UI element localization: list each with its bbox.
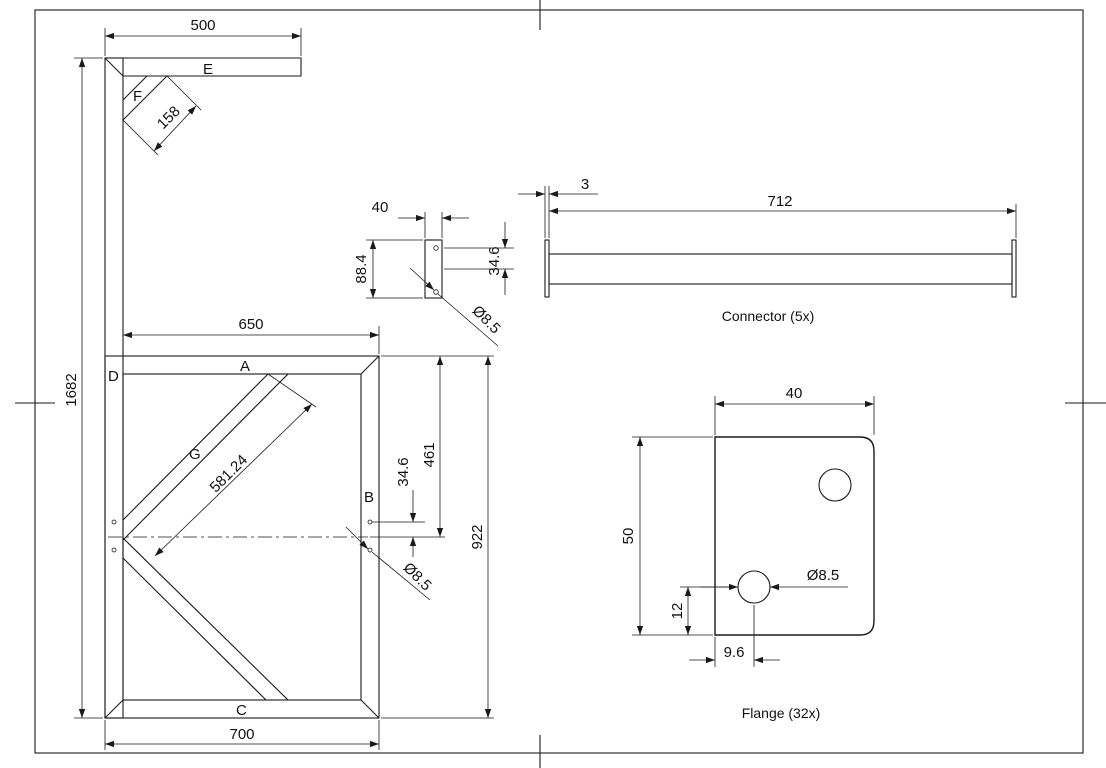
flange-plate <box>714 436 875 636</box>
label-g: G <box>189 446 201 463</box>
small-plate-view: 40 88.4 34.6 Ø8.5 <box>353 199 514 347</box>
main-frame: E F D A G B C 500 1682 158 650 700 <box>63 17 494 750</box>
dim-700: 700 <box>229 726 254 743</box>
brace-f <box>122 75 168 121</box>
flange-dim-9-6: 9.6 <box>724 644 745 661</box>
dim-922: 922 <box>469 524 486 549</box>
connector-dim-712: 712 <box>767 193 792 210</box>
connector-view: 3 712 Connector (5x) <box>518 176 1017 324</box>
plate-dim-hole: Ø8.5 <box>469 302 504 337</box>
diagonal-g <box>122 373 290 541</box>
label-e: E <box>203 61 213 78</box>
diagonal-lower <box>122 537 290 701</box>
connector-tube <box>548 253 1013 285</box>
sheet-border <box>34 9 1084 754</box>
flange-hole-top <box>818 468 852 502</box>
plate-dim-34-6: 34.6 <box>486 246 503 275</box>
flange-title: Flange (32x) <box>742 705 821 721</box>
dim-1682: 1682 <box>63 373 80 406</box>
label-d: D <box>108 368 119 385</box>
flange-dim-12: 12 <box>669 603 686 620</box>
label-c: C <box>236 702 247 719</box>
flange-dim-hole: Ø8.5 <box>807 567 840 584</box>
dim-500: 500 <box>190 17 215 34</box>
label-a: A <box>240 358 250 375</box>
connector-dim-3: 3 <box>581 176 589 193</box>
flange-dim-40: 40 <box>786 385 803 402</box>
label-f: F <box>133 88 142 105</box>
flange-dim-50: 50 <box>620 528 637 545</box>
flange-view: 40 50 12 9.6 Ø8.5 Flange (32x) <box>620 385 875 721</box>
arm-e <box>105 57 302 77</box>
connector-flange-left <box>544 239 550 298</box>
post-d <box>104 57 124 719</box>
dim-34-6: 34.6 <box>395 457 412 486</box>
connector-flange-right <box>1011 239 1017 298</box>
dim-461: 461 <box>421 442 438 467</box>
plate-dim-40: 40 <box>372 199 389 216</box>
dim-650: 650 <box>238 316 263 333</box>
label-b: B <box>364 489 374 506</box>
plate-dim-88-4: 88.4 <box>353 254 370 283</box>
dim-158: 158 <box>154 103 184 133</box>
small-plate <box>424 239 443 299</box>
connector-title: Connector (5x) <box>722 308 815 324</box>
dim-581-24: 581.24 <box>207 452 251 496</box>
